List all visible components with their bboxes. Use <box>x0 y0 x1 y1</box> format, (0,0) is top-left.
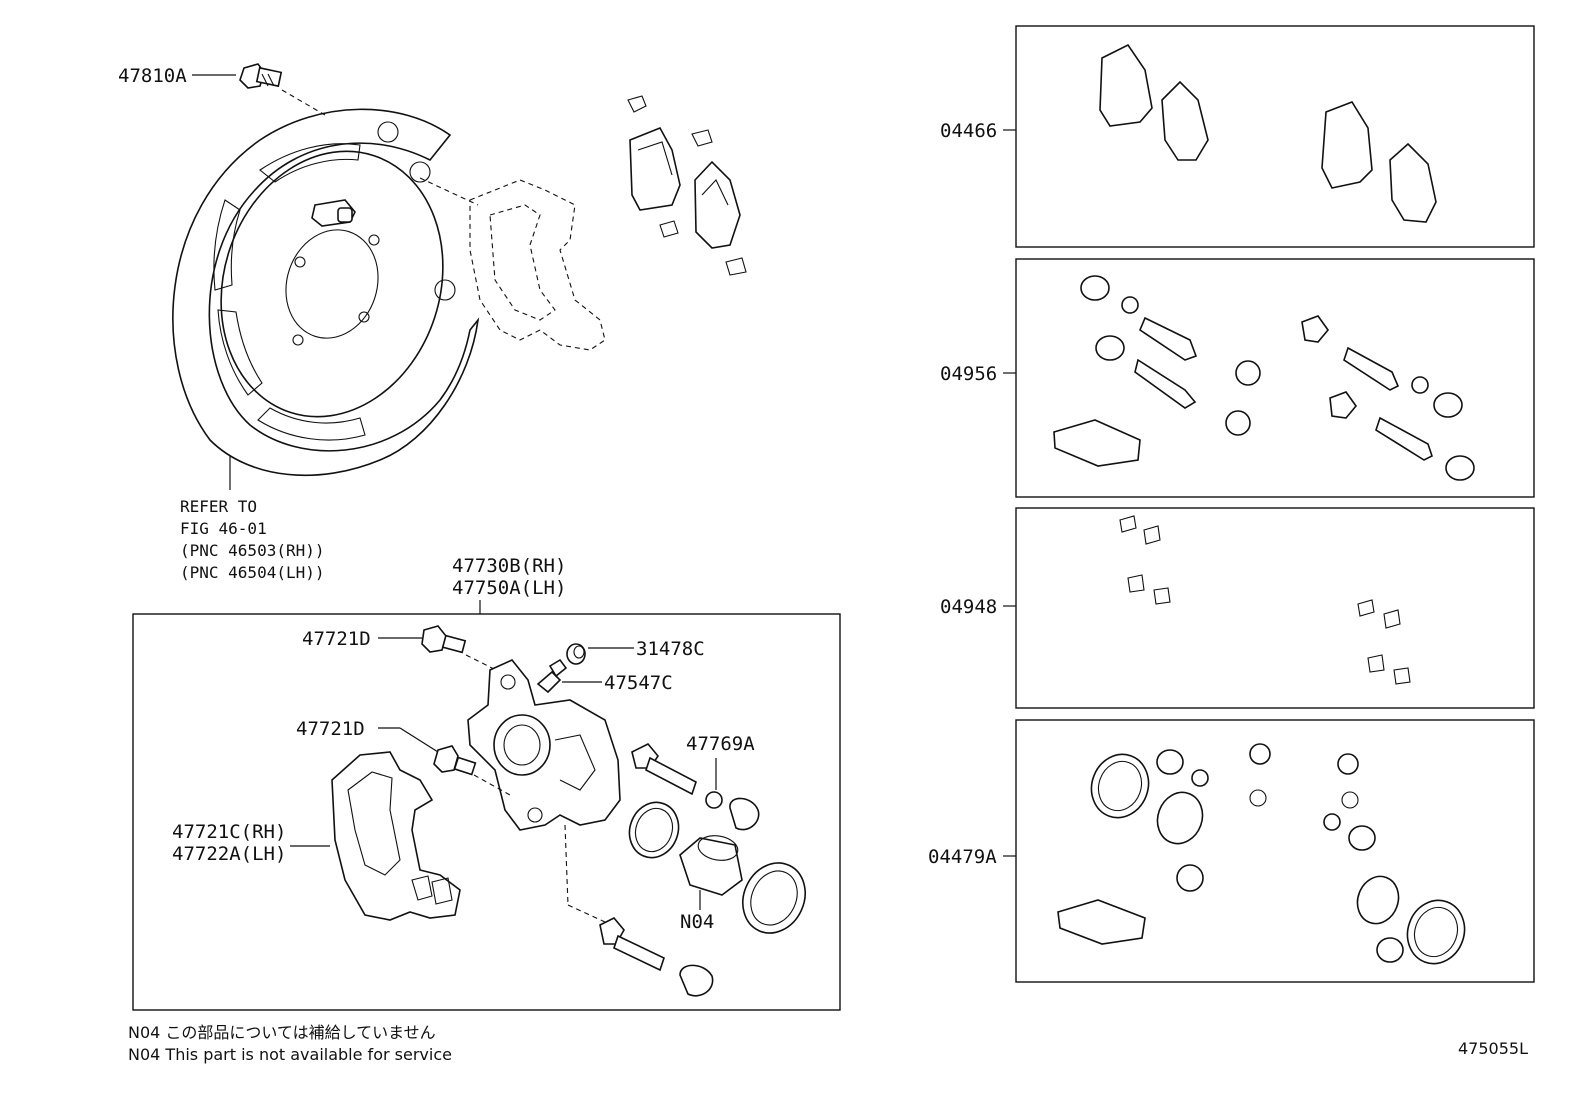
caliper-body <box>467 659 621 831</box>
piston-n04 <box>679 835 743 910</box>
phantom-caliper-mount <box>419 177 606 351</box>
kit-box-04466: 04466 <box>940 25 1535 248</box>
slide-pin-lower <box>564 824 714 997</box>
bolt-47721d-top <box>378 625 501 673</box>
label-caliper-lh: 47750A(LH) <box>452 577 566 599</box>
slide-pin-upper <box>631 743 760 831</box>
refer-line-4: (PNC 46504(LH)) <box>180 563 325 582</box>
label-31478c: 31478C <box>636 638 705 660</box>
piston-seal <box>628 801 680 859</box>
dust-boot <box>742 862 806 934</box>
label-caliper-rh: 47730B(RH) <box>452 555 566 577</box>
dust-shield <box>172 108 480 477</box>
label-47769a: 47769A <box>686 733 755 755</box>
brake-pads-top <box>627 95 747 276</box>
screw-47810a <box>239 63 326 116</box>
kit-box-04956: 04956 <box>940 258 1535 498</box>
kit-code-04948: 04948 <box>940 596 997 618</box>
kit-code-04479a: 04479A <box>928 846 997 868</box>
kit-code-04956: 04956 <box>940 363 997 385</box>
refer-line-3: (PNC 46503(RH)) <box>180 541 325 560</box>
refer-line-1: REFER TO <box>180 497 257 516</box>
label-n04: N04 <box>680 911 714 933</box>
label-mount-rh: 47721C(RH) <box>172 821 286 843</box>
cap-31478c <box>566 643 634 665</box>
label-mount-lh: 47722A(LH) <box>172 843 286 865</box>
kit-code-04466: 04466 <box>940 120 997 142</box>
kit-box-04479a: 04479A <box>928 719 1535 983</box>
bleeder-47547c <box>536 658 602 694</box>
refer-line-2: FIG 46-01 <box>180 519 267 538</box>
figure-code: 475055L <box>1458 1039 1528 1058</box>
note-en: N04 This part is not available for servi… <box>128 1045 452 1064</box>
label-47547c: 47547C <box>604 672 673 694</box>
note-jp: N04 この部品については補給していません <box>128 1023 436 1042</box>
kit-box-04948: 04948 <box>940 507 1535 709</box>
bolt-47721d-mid <box>378 727 511 796</box>
caliper-mount-bracket <box>331 751 461 921</box>
label-47721d-top: 47721D <box>302 628 371 650</box>
caliper-group-box <box>132 613 841 1011</box>
label-47721d-mid: 47721D <box>296 718 365 740</box>
label-47810a: 47810A <box>118 65 187 87</box>
